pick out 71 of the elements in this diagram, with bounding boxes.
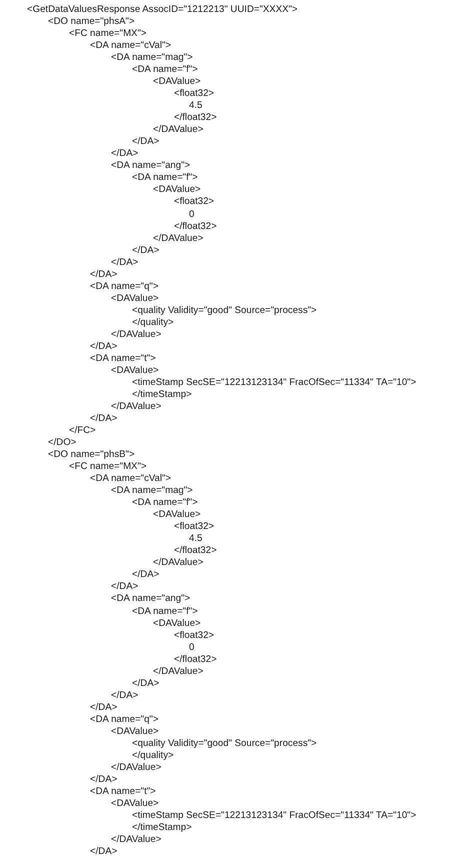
code-line: 4.5 — [189, 100, 202, 112]
code-line: </DAValue> — [111, 400, 162, 412]
code-line: <float32> — [174, 630, 214, 641]
code-line: <DAValue> — [153, 509, 201, 520]
code-line: <DAValue> — [111, 292, 159, 304]
code-line: <float32> — [174, 88, 214, 100]
code-line: </quality> — [132, 750, 174, 761]
code-line: <DA name="mag"> — [111, 485, 193, 496]
code-line: <DO name="phsB"> — [48, 449, 135, 460]
code-line: <DAValue> — [153, 184, 201, 196]
code-line: </float32> — [174, 545, 217, 556]
code-line: <DA name="t"> — [90, 786, 156, 797]
code-line: </DAValue> — [153, 232, 204, 244]
code-line: <DO name="phsA"> — [48, 16, 135, 28]
code-line: 0 — [189, 642, 194, 653]
code-line: <FC name="MX"> — [69, 461, 146, 472]
code-line: <DA name="q"> — [90, 280, 158, 292]
code-line: <DAValue> — [111, 364, 159, 376]
code-line: <DA name="f"> — [132, 172, 198, 184]
code-line: </DA> — [132, 244, 160, 256]
code-line: <DAValue> — [153, 618, 201, 629]
code-line: <quality Validity="good" Source="process"> — [132, 304, 317, 316]
code-line: </timeStamp> — [132, 388, 192, 400]
code-line: <quality Validity="good" Source="process"> — [132, 738, 317, 749]
code-line: </DA> — [90, 702, 118, 713]
code-line: </DA> — [132, 136, 160, 148]
code-line: </float32> — [174, 654, 217, 665]
code-line: </DA> — [111, 581, 138, 592]
code-line: <float32> — [174, 196, 214, 208]
code-line: </DAValue> — [153, 666, 204, 677]
code-line: <DA name="q"> — [90, 714, 158, 725]
code-line: </float32> — [174, 220, 217, 232]
code-line: <timeStamp SecSE="12213123134" FracOfSec="11334" TA="10"> — [132, 376, 416, 388]
code-line: <DAValue> — [111, 798, 159, 809]
code-line: </DAValue> — [153, 124, 204, 136]
code-line: </DA> — [90, 340, 118, 352]
code-line: 0 — [189, 208, 194, 220]
code-line: <DA name="cVal"> — [90, 473, 172, 484]
code-line: 4.5 — [189, 533, 202, 544]
code-line: <DAValue> — [111, 726, 159, 737]
code-line: </DA> — [90, 268, 118, 280]
code-line: <DAValue> — [153, 76, 201, 88]
code-line: </DA> — [111, 256, 138, 268]
code-line: <DA name="cVal"> — [90, 40, 172, 52]
code-line: </DO> — [48, 437, 76, 448]
code-line: </DAValue> — [153, 557, 204, 568]
code-line: <DA name="t"> — [90, 352, 156, 364]
code-line: </quality> — [132, 316, 174, 328]
code-line: <DA name="f"> — [132, 64, 198, 76]
code-line: </DAValue> — [111, 834, 162, 846]
code-line: </DAValue> — [111, 762, 162, 773]
code-line: </DA> — [90, 846, 118, 858]
code-line: </DA> — [111, 690, 138, 701]
code-line: </DAValue> — [111, 328, 162, 340]
code-line: </float32> — [174, 112, 217, 124]
code-line: </DA> — [132, 569, 160, 580]
code-line: <DA name="f"> — [132, 606, 198, 616]
code-line: <DA name="ang"> — [111, 593, 190, 604]
code-line: <DA name="f"> — [132, 497, 198, 508]
code-line: </timeStamp> — [132, 822, 192, 834]
code-line: </DA> — [132, 678, 160, 689]
code-line: <timeStamp SecSE="12213123134" FracOfSec="11334" TA="10"> — [132, 810, 416, 821]
code-line: <float32> — [174, 521, 214, 532]
code-line: </DA> — [90, 774, 118, 785]
code-line: <FC name="MX"> — [69, 28, 146, 40]
code-line: <DA name="mag"> — [111, 52, 193, 64]
code-line: </DA> — [90, 413, 118, 424]
code-line: </DA> — [111, 148, 138, 160]
code-line: <GetDataValuesResponse AssocID="1212213" UUID="XXXX"> — [27, 4, 298, 15]
code-line: <DA name="ang"> — [111, 160, 190, 172]
code-line: </FC> — [69, 425, 96, 436]
